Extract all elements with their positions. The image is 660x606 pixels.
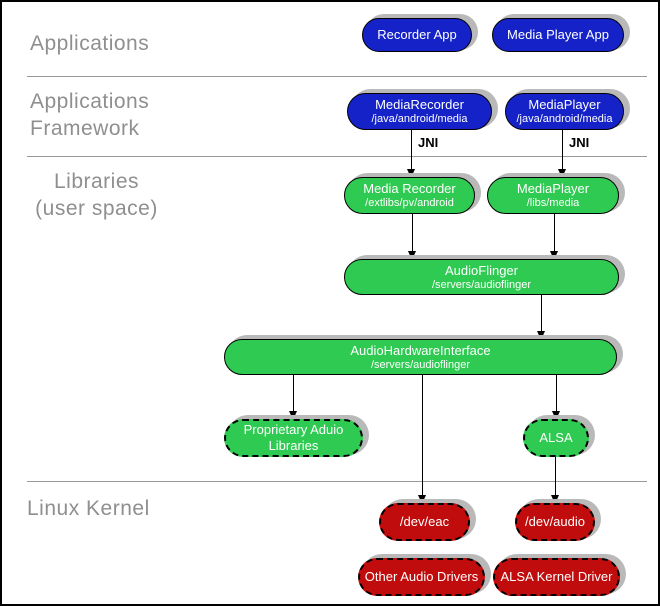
node-title: Recorder App [377, 27, 457, 42]
node-title: MediaPlayer [516, 181, 590, 196]
arrow-mediarecorder-jni-head [407, 169, 415, 178]
node-subtitle: /java/android/media [371, 113, 468, 125]
divider-kernel [27, 481, 647, 482]
divider-applications [27, 76, 647, 77]
arrow-mediaplayerlib-audioflinger-head [550, 251, 558, 260]
layer-label-libraries: Libraries (user space) [35, 170, 158, 220]
node-title: /dev/audio [525, 514, 585, 529]
node-subtitle: /servers/audioflinger [431, 278, 532, 291]
arrow-ahi-proprietary-line [293, 375, 294, 411]
arrow-ahi-deveac-line [422, 375, 423, 495]
divider-framework [27, 156, 647, 157]
node-title: AudioHardwareInterface [350, 342, 491, 358]
node-subtitle: /java/android/media [516, 113, 613, 125]
node-other-audio-drivers: Other Audio Drivers [358, 558, 485, 596]
jni-label-right: JNI [569, 135, 590, 150]
arrow-mediarecorderlib-audioflinger-head [408, 251, 416, 260]
node-media-player-app: Media Player App [492, 18, 624, 52]
arrow-mediaplayer-jni-line [562, 130, 563, 169]
layer-label-linux-kernel: Linux Kernel [27, 497, 150, 520]
node-dev-audio: /dev/audio [515, 503, 595, 541]
node-title: ALSA [539, 430, 573, 445]
node-title: Proprietary Aduio Libraries [243, 422, 344, 453]
arrow-ahi-proprietary-head [289, 411, 297, 420]
arrow-ahi-alsa-head [552, 411, 560, 420]
node-mediarecorder-framework: MediaRecorder /java/android/media [347, 93, 492, 130]
node-mediaplayer-framework: MediaPlayer /java/android/media [505, 93, 624, 130]
arrow-alsa-devaudio-head [551, 495, 559, 504]
node-subtitle: /servers/audioflinger [370, 358, 471, 371]
node-audiohardwareinterface: AudioHardwareInterface /servers/audiofli… [224, 339, 617, 375]
node-alsa-kernel-driver: ALSA Kernel Driver [493, 558, 620, 596]
node-title: Media Player App [507, 27, 609, 42]
node-media-recorder-lib: Media Recorder /extlibs/pv/android [344, 177, 475, 214]
arrow-mediarecorderlib-audioflinger-line [412, 214, 413, 251]
node-audioflinger: AudioFlinger /servers/audioflinger [344, 259, 619, 295]
node-subtitle: /extlibs/pv/android [365, 197, 454, 209]
node-title: AudioFlinger [445, 262, 518, 278]
arrow-mediarecorder-jni-line [411, 130, 412, 169]
node-dev-eac: /dev/eac [379, 503, 470, 541]
node-title: /dev/eac [399, 514, 450, 529]
arrow-audioflinger-ahi-head [537, 331, 545, 340]
node-title: MediaRecorder [375, 97, 464, 112]
arrow-audioflinger-ahi-line [541, 295, 542, 331]
node-title: ALSA Kernel Driver [500, 569, 613, 584]
node-subtitle: /libs/media [526, 197, 580, 209]
node-title: Media Recorder [363, 181, 456, 196]
node-title: MediaPlayer [528, 97, 601, 112]
layer-label-applications-framework: Applications Framework [30, 90, 150, 140]
node-mediaplayer-lib: MediaPlayer /libs/media [487, 177, 619, 214]
node-proprietary-audio-libraries: Proprietary Aduio Libraries [224, 419, 363, 457]
arrow-ahi-alsa-line [556, 375, 557, 411]
layer-label-applications: Applications [30, 32, 150, 55]
arrow-mediaplayer-jni-head [558, 169, 566, 178]
jni-label-left: JNI [418, 135, 439, 150]
arrow-alsa-devaudio-line [555, 457, 556, 495]
node-recorder-app: Recorder App [362, 18, 472, 52]
node-title: Other Audio Drivers [364, 569, 479, 584]
arrow-mediaplayerlib-audioflinger-line [554, 214, 555, 251]
node-alsa: ALSA [523, 419, 589, 457]
arrow-ahi-deveac-head [418, 495, 426, 504]
